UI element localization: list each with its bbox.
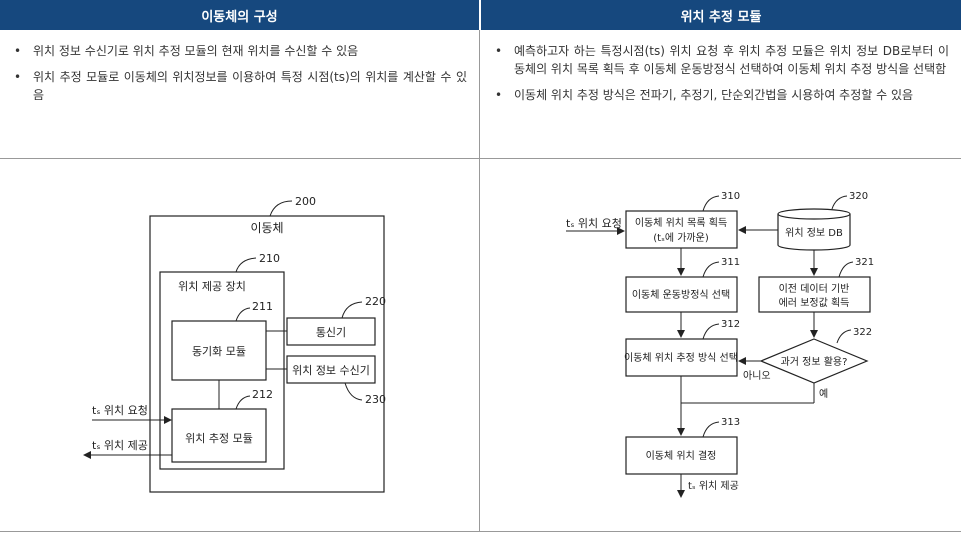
ref-leader-212 — [235, 395, 251, 410]
ref-320: 320 — [849, 191, 868, 202]
ref-leader-322 — [836, 329, 852, 344]
select-estimation-method-label: 이동체 위치 추정 방식 선택 — [624, 351, 738, 364]
mobile-body-label: 이동체 — [250, 221, 283, 235]
start-request-label: tₛ 위치 요청 — [566, 217, 622, 230]
position-db-cylinder — [777, 214, 851, 251]
ref-321: 321 — [855, 257, 874, 268]
ref-leader-220 — [341, 301, 363, 319]
table-bottom-border — [0, 531, 961, 532]
ref-211: 211 — [252, 300, 273, 313]
provide-arrow-label: tₛ 위치 제공 — [92, 439, 148, 452]
ref-leader-211 — [235, 307, 251, 322]
sync-module-label: 동기화 모듈 — [192, 345, 246, 358]
ref-312: 312 — [721, 319, 740, 330]
location-provider-box — [159, 271, 285, 470]
column-divider — [479, 30, 480, 532]
position-db-top — [777, 208, 851, 220]
right-description-cell: 예측하고자 하는 특정시점(ts) 위치 요청 후 위치 추정 모듈은 위치 정… — [481, 30, 961, 158]
left-bullet-2: 위치 추정 모듈로 이동체의 위치정보를 이용하여 특정 시점(ts)의 위치를… — [0, 68, 479, 104]
request-arrow-label: tₛ 위치 요청 — [92, 404, 148, 417]
position-estimation-flowchart: tₛ 위치 요청 이동체 위치 목록 획득 (tₛ에 가까운) 310 위치 정… — [566, 191, 874, 498]
position-estimator-label: 위치 추정 모듈 — [185, 432, 253, 445]
right-bullet-list: 예측하고자 하는 특정시점(ts) 위치 요청 후 위치 추정 모듈은 위치 정… — [481, 30, 961, 104]
ref-313: 313 — [721, 417, 740, 428]
error-correction-line2: 에러 보정값 획득 — [779, 297, 850, 309]
error-correction-line1: 이전 데이터 기반 — [779, 283, 850, 295]
ref-310: 310 — [721, 191, 740, 202]
location-receiver-label: 위치 정보 수신기 — [292, 364, 370, 377]
location-provider-label: 위치 제공 장치 — [178, 280, 246, 293]
mobile-body-block-diagram: 이동체 200 위치 제공 장치 210 동기화 모듈 211 위치 추정 모듈… — [83, 195, 386, 493]
mobile-body-box — [149, 215, 385, 493]
ref-leader-312 — [702, 323, 720, 340]
ref-leader-310 — [702, 195, 720, 212]
ref-220: 220 — [365, 295, 386, 308]
use-history-question: 과거 정보 활용? — [781, 355, 848, 368]
ref-200: 200 — [295, 195, 316, 208]
ref-230: 230 — [365, 393, 386, 406]
right-bullet-2: 이동체 위치 추정 방식은 전파기, 추정기, 단순외간법을 시용하여 추정할 … — [481, 86, 961, 104]
left-bullet-1: 위치 정보 수신기로 위치 추정 모듈의 현재 위치를 수신할 수 있음 — [0, 42, 479, 60]
left-column-header: 이동체의 구성 — [0, 0, 479, 30]
select-motion-equation-label: 이동체 운동방정식 선택 — [632, 289, 730, 301]
communicator-label: 통신기 — [316, 326, 346, 339]
left-bullet-list: 위치 정보 수신기로 위치 추정 모듈의 현재 위치를 수신할 수 있음 위치 … — [0, 30, 479, 104]
get-position-list-line1: 이동체 위치 목록 획득 — [635, 216, 727, 229]
left-description-cell: 위치 정보 수신기로 위치 추정 모듈의 현재 위치를 수신할 수 있음 위치 … — [0, 30, 479, 158]
row-divider — [0, 158, 961, 159]
ref-leader-320 — [831, 195, 848, 210]
determine-position-label: 이동체 위치 결정 — [646, 449, 717, 462]
ref-311: 311 — [721, 257, 740, 268]
ref-leader-230 — [344, 382, 363, 401]
ref-leader-311 — [702, 261, 720, 278]
ref-leader-210 — [235, 257, 257, 273]
right-bullet-1: 예측하고자 하는 특정시점(ts) 위치 요청 후 위치 추정 모듈은 위치 정… — [481, 42, 961, 78]
right-column-header: 위치 추정 모듈 — [481, 0, 961, 30]
ref-212: 212 — [252, 388, 273, 401]
decision-yes-label: 예 — [819, 388, 828, 400]
ref-leader-321 — [838, 261, 854, 278]
end-provide-label: tₛ 위치 제공 — [688, 479, 739, 492]
ref-leader-313 — [702, 421, 720, 438]
ref-leader-200 — [269, 200, 293, 217]
decision-no-label: 아니오 — [743, 370, 771, 382]
ref-322: 322 — [853, 327, 872, 338]
get-position-list-line2: (tₛ에 가까운) — [653, 232, 709, 244]
ref-210: 210 — [259, 252, 280, 265]
position-db-label: 위치 정보 DB — [785, 226, 843, 239]
